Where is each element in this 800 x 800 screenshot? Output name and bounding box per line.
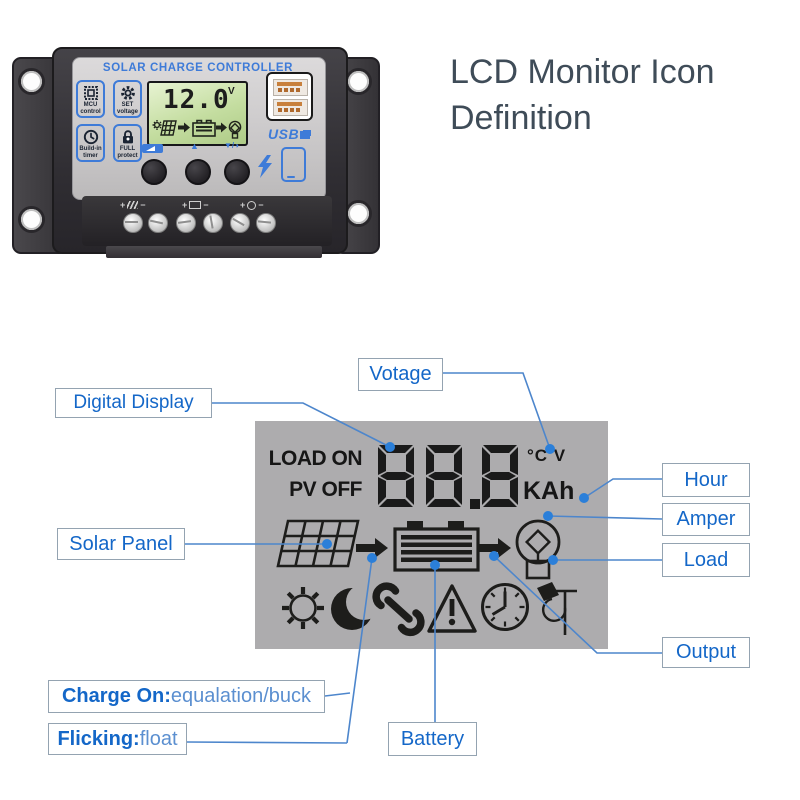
device-lcd-screen: 12.0 V [147,81,248,146]
up-button [185,159,211,185]
terminal-screw [123,213,143,233]
arrow-icon [356,538,388,558]
clock-icon [481,583,529,631]
down-button [224,159,250,185]
lock-icon [122,130,133,144]
terminal-screw [176,213,196,233]
up-button-symbol: ▲ [190,141,199,151]
page-title: LCD Monitor Icon Definition [450,53,715,137]
callout-flicking: Flicking:float [48,723,187,755]
solar-panel-icon [276,519,360,568]
load-bulb-icon [515,519,561,580]
battery-terminal-label: +− [182,200,209,210]
lcd-icon-artwork [276,519,577,637]
callout-charge-on: Charge On:equalation/buck [48,680,325,713]
warning-icon [427,584,477,633]
callout-load: Load [662,543,750,577]
chip-icon [83,86,98,100]
lcd-voltage-unit: V [228,86,235,97]
solar-terminal-icon [127,201,139,209]
menu-button [141,159,167,185]
dual-usb-port [266,72,313,121]
callout-votage: Votage [358,358,443,391]
terminal-screw [256,213,276,233]
callout-battery: Battery [388,722,477,756]
callout-hour: Hour [662,463,750,497]
usb-slot-icon [273,99,308,116]
battery-icon [393,521,480,572]
callout-amper: Amper [662,503,750,536]
arrow-icon [479,538,511,558]
lcd-unit-celsius-volt: °C V [527,446,567,465]
mount-hole-icon [21,71,42,92]
device-title: SOLAR CHARGE CONTROLLER [102,62,294,74]
callout-solar-panel: Solar Panel [57,528,185,560]
terminal-screw [203,213,223,233]
lightning-icon [258,155,272,178]
clock-icon [83,129,98,145]
phone-icon [281,147,306,182]
load-terminal-icon [247,200,257,210]
street-lamp-icon [537,582,577,635]
load-terminal-label: +− [240,200,264,210]
lcd-pv-off-text: PV OFF [289,478,362,501]
solar-select-icon [142,144,163,153]
callout-output: Output [662,637,750,668]
lcd-load-on-text: LOAD ON [268,447,363,470]
terminal-screw [148,213,168,233]
wrench-icon [372,582,425,637]
callout-digital-display: Digital Display [55,388,212,418]
mount-hole-icon [348,71,369,92]
lcd-unit-kah: KAh [523,477,575,505]
sun-icon [282,587,324,629]
usb-slot-icon [273,79,308,96]
device-base [106,246,322,258]
usb-logo: USB [268,126,311,142]
solar-terminal-label: +− [120,200,146,210]
lcd-flow-icons [152,119,242,139]
lcd-voltage-value: 12.0 [163,85,230,115]
battery-terminal-icon [189,201,202,209]
terminal-screw [230,213,250,233]
gear-icon [120,86,135,100]
down-button-symbol: ▼/◑ [224,141,239,150]
mount-hole-icon [21,209,42,230]
usb-plug-icon [300,131,311,139]
mount-hole-icon [348,203,369,224]
